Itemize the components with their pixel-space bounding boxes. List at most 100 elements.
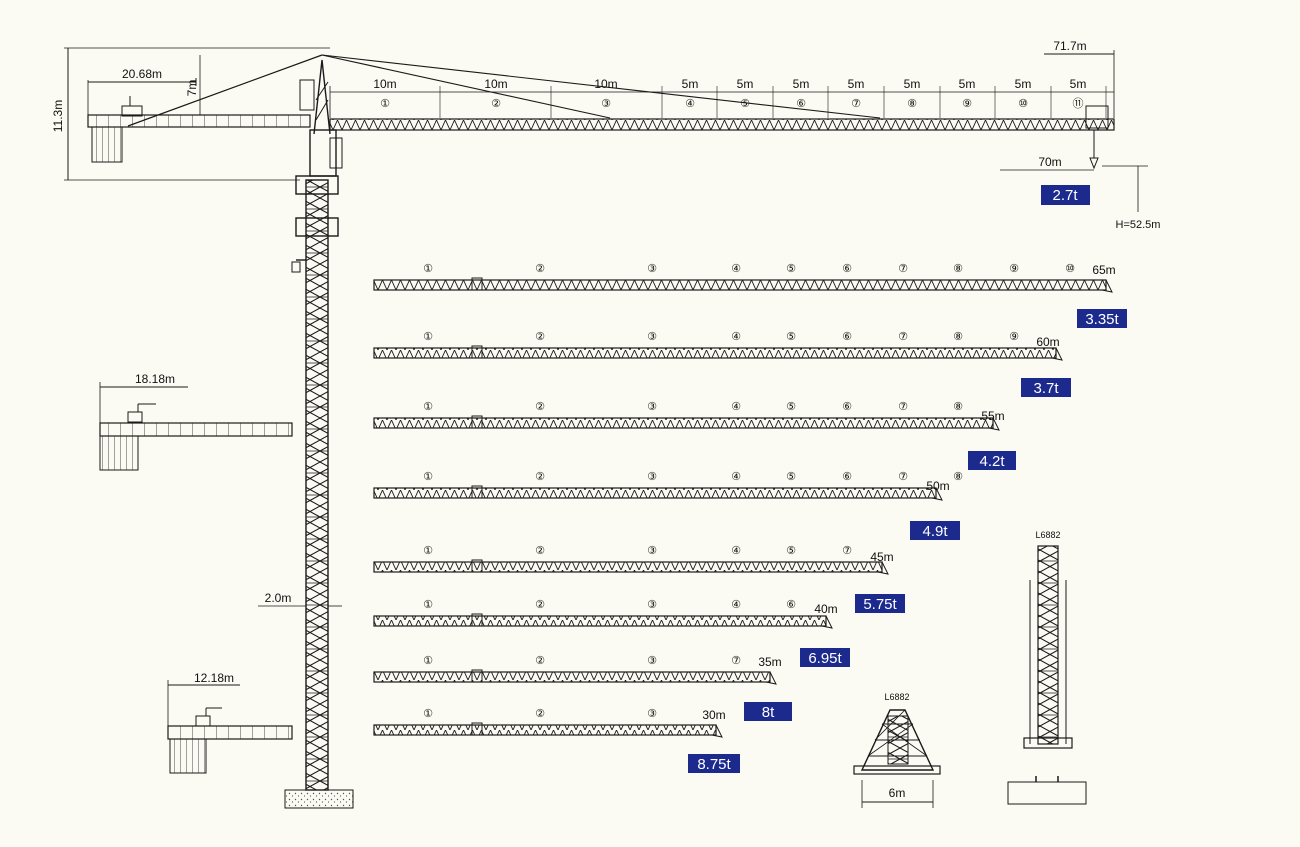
jib-length: 65m xyxy=(1092,263,1115,277)
jib-row: ① ② ③ ④ ⑥ 40m 6.95t xyxy=(373,598,850,667)
segment-length-6: 5m xyxy=(793,77,810,91)
counter-jib-middle: 18.18m xyxy=(99,372,293,471)
jib-segment-number: ⑥ xyxy=(842,470,852,483)
counter-jib-lower: 12.18m xyxy=(167,671,293,774)
jib-segment-number: ② xyxy=(535,707,545,720)
segment-number-3: ③ xyxy=(601,97,611,110)
jib-segment-number: ④ xyxy=(731,330,741,343)
counter-jib-dimension: 20.68m xyxy=(87,67,197,118)
jib-segment-number: ③ xyxy=(647,262,657,275)
jib-length: 50m xyxy=(926,479,949,493)
jib-row: ① ② ③ ④ ⑤ ⑦ 45m 5.75t xyxy=(373,544,905,613)
capacity-badge xyxy=(910,521,960,540)
capacity-label: 8t xyxy=(762,704,775,721)
jib-segment-number: ③ xyxy=(647,654,657,667)
segment-number-5: ⑤ xyxy=(740,97,750,110)
jib-joint xyxy=(471,669,483,683)
segment-length-3: 10m xyxy=(594,77,617,91)
jib-segment-number: ③ xyxy=(647,544,657,557)
jib-segment-number: ④ xyxy=(731,598,741,611)
jib-segment-number: ① xyxy=(423,400,433,413)
segment-length-1: 10m xyxy=(373,77,396,91)
jib-segment-number: ⑥ xyxy=(842,400,852,413)
segment-number-11: ⑪ xyxy=(1073,97,1084,110)
jib-segment-number: ① xyxy=(423,707,433,720)
jib-tip xyxy=(931,487,943,501)
segment-number-9: ⑨ xyxy=(962,97,972,110)
capacity-label: 6.95t xyxy=(808,650,842,667)
jib-joint xyxy=(471,277,483,291)
segment-length-row: 10m 10m 10m 5m 5m 5m 5m 5m 5m 5m 5m ① ② … xyxy=(329,77,1114,118)
jib-segment-number: ③ xyxy=(647,598,657,611)
jib-segment-number: ⑨ xyxy=(1009,330,1019,343)
tower-mast xyxy=(291,175,339,791)
jib-segment-number: ① xyxy=(423,470,433,483)
segment-length-11: 5m xyxy=(1070,77,1087,91)
capacity-label: 4.9t xyxy=(922,523,948,540)
capacity-badge xyxy=(968,451,1016,470)
jib-segment-number: ③ xyxy=(647,330,657,343)
jib-segment-number: ⑥ xyxy=(842,262,852,275)
jib-segment-number: ⑧ xyxy=(953,470,963,483)
jib-length: 40m xyxy=(814,602,837,616)
jib-segment-number: ① xyxy=(423,654,433,667)
max-jib-length: 71.7m xyxy=(1053,39,1086,53)
max-jib-dimension: 71.7m xyxy=(1044,39,1115,118)
jib-tip xyxy=(1101,279,1113,293)
jib-tip xyxy=(711,724,723,738)
jib-tip xyxy=(988,417,1000,431)
front-view-label: L6882 xyxy=(884,692,909,702)
segment-length-8: 5m xyxy=(904,77,921,91)
jib-segment-number: ③ xyxy=(647,400,657,413)
jib-truss xyxy=(373,671,771,683)
jib-segment-number: ⑥ xyxy=(786,598,796,611)
jib-joint xyxy=(471,722,483,736)
front-detail-view: L6882 6m xyxy=(853,692,941,808)
jib-segment-number: ④ xyxy=(731,470,741,483)
jib-joint xyxy=(471,345,483,359)
segment-length-4: 5m xyxy=(682,77,699,91)
jib-segment-number: ⑧ xyxy=(953,400,963,413)
counter-jib-middle-length: 18.18m xyxy=(135,372,175,386)
segment-number-6: ⑥ xyxy=(796,97,806,110)
jib-segment-number: ② xyxy=(535,654,545,667)
jib-truss xyxy=(373,417,994,429)
jib-segment-number: ⑤ xyxy=(786,544,796,557)
jib-joint xyxy=(471,559,483,573)
jib-segment-number: ① xyxy=(423,262,433,275)
jib-length: 55m xyxy=(981,409,1004,423)
jib-joint xyxy=(471,613,483,627)
segment-length-5: 5m xyxy=(737,77,754,91)
tower-head-dimension: 7m xyxy=(185,55,201,115)
jib-segment-number: ⑨ xyxy=(1009,262,1019,275)
capacity-label: 5.75t xyxy=(863,596,897,613)
segment-number-4: ④ xyxy=(685,97,695,110)
tower-width-dimension: 2.0m xyxy=(258,591,342,607)
jib-length: 45m xyxy=(870,550,893,564)
height-dimension: 11.3m xyxy=(51,47,330,181)
capacity-label: 3.35t xyxy=(1085,311,1119,328)
segment-length-7: 5m xyxy=(848,77,865,91)
jib-truss xyxy=(373,347,1057,359)
jib-segment-number: ④ xyxy=(731,544,741,557)
jib-segment-number: ⑤ xyxy=(786,330,796,343)
segment-length-2: 10m xyxy=(484,77,507,91)
jib-segment-number: ⑦ xyxy=(842,544,852,557)
jib-joint xyxy=(471,485,483,499)
capacity-badge xyxy=(1077,309,1127,328)
jib-segment-number: ⑦ xyxy=(898,330,908,343)
counter-jib-lower-length: 12.18m xyxy=(194,671,234,685)
top-radius-dimension: 70m 2.7t H=52.5m xyxy=(1000,155,1160,231)
top-capacity-badge xyxy=(1041,185,1090,205)
jib-segment-number: ② xyxy=(535,544,545,557)
jib-segment-number: ④ xyxy=(731,262,741,275)
jib-truss xyxy=(373,279,1107,291)
capacity-badge xyxy=(800,648,850,667)
jib-segment-number: ① xyxy=(423,544,433,557)
jib-segment-number: ⑦ xyxy=(898,262,908,275)
jib-segment-number: ② xyxy=(535,262,545,275)
